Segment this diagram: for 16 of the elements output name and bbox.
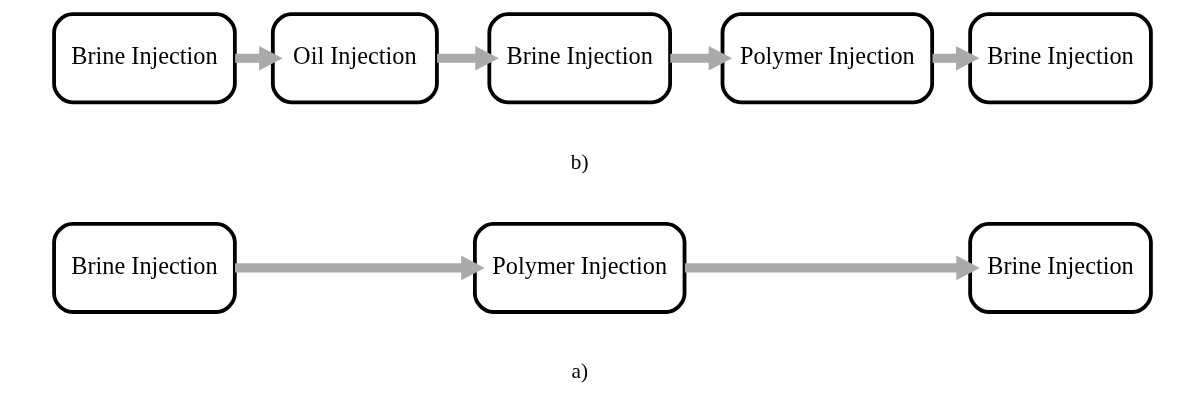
node-box: Brine Injection — [967, 221, 1153, 314]
node-box: Polymer Injection — [720, 12, 934, 105]
node-box: Brine Injection — [51, 221, 237, 314]
arrow — [669, 45, 732, 71]
node-box: Brine Injection — [486, 12, 672, 105]
node-box: Oil Injection — [270, 12, 439, 105]
arrow — [932, 45, 979, 71]
node-box: Brine Injection — [967, 12, 1153, 105]
arrow — [234, 45, 283, 71]
arrow — [436, 45, 499, 71]
label: b) — [570, 149, 589, 174]
node-box: Brine Injection — [51, 12, 237, 105]
label: a) — [570, 359, 588, 384]
arrow — [234, 255, 485, 281]
arrow — [684, 255, 980, 281]
node-box: Polymer Injection — [472, 221, 686, 314]
